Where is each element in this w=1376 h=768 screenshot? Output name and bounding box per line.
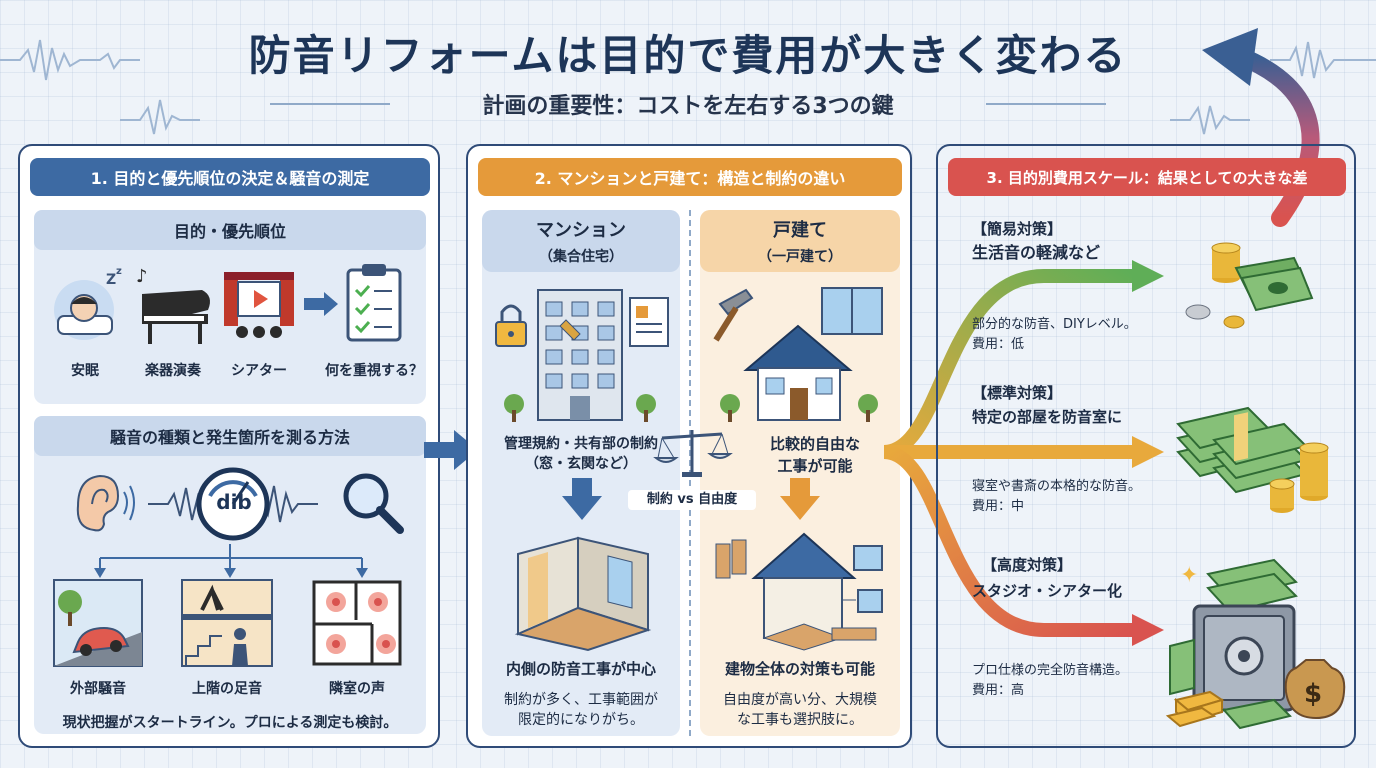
svg-text:$: $ <box>1304 679 1322 709</box>
purpose-item-sleep: 安眠 <box>71 363 99 379</box>
panel-structure-comparison: 2. マンションと戸建て：構造と制約の違い マンション （集合住宅） 戸建て （… <box>466 144 912 748</box>
purpose-item-instrument: 楽器演奏 <box>145 363 201 379</box>
house-note-line2: な工事も選択肢に。 <box>737 712 863 728</box>
house-subheading: （一戸建て） <box>758 249 842 265</box>
sound-wave-right-decoration <box>1170 41 1376 135</box>
page-subtitle: 計画の重要性：コストを左右する3つの鍵 <box>482 94 894 119</box>
page-title: 防音リフォームは目的で費用が大きく変わる <box>248 31 1128 80</box>
whole-house-renovation-icon <box>715 532 883 651</box>
house-result: 建物全体の対策も可能 <box>724 660 875 678</box>
house-freedom-line2: 工事が可能 <box>777 457 853 475</box>
panel3-title: 3. 目的別費用スケール：結果としての大きな差 <box>948 158 1346 196</box>
upstairs-footsteps-icon <box>181 579 273 667</box>
small-money-stack-icon <box>1185 242 1314 329</box>
arrow-right-icon <box>304 292 338 316</box>
mansion-note-line2: 限定的になりがち。 <box>518 712 644 728</box>
subtitle-rule-right <box>986 103 1106 105</box>
svg-text:Z: Z <box>106 272 116 288</box>
svg-text:✦: ✦ <box>1180 563 1198 588</box>
panel2-title: 2. マンションと戸建て：構造と制約の違い <box>478 158 902 196</box>
tier3-description: プロ仕様の完全防音構造。 <box>972 663 1129 678</box>
panel-purpose-and-measurement: 1. 目的と優先順位の決定＆騒音の測定 目的・優先順位 Z z ♪ <box>18 144 440 748</box>
purpose-item-priority: 何を重視する？ <box>325 363 423 379</box>
mansion-note-line1: 制約が多く、工事範囲が <box>504 692 658 708</box>
tier3-cost: 費用：高 <box>972 683 1025 698</box>
balance-scale-icon <box>653 430 733 477</box>
interior-soundproofing-room-icon <box>514 536 652 652</box>
detached-house-icon <box>713 287 883 422</box>
neighbor-room-floorplan-icon <box>312 580 402 666</box>
safe-and-gold-icon: ✦ $ <box>1165 558 1346 730</box>
noise-item-upstairs: 上階の足音 <box>192 681 262 697</box>
tier2-example: 特定の部屋を防音室に <box>972 408 1123 426</box>
branching-cost-arrows <box>883 260 1164 646</box>
theater-screen-icon <box>224 272 294 338</box>
mansion-subheading: （集合住宅） <box>539 249 623 265</box>
apartment-building-icon <box>495 289 669 422</box>
checklist-clipboard-icon <box>346 264 402 342</box>
sleeping-person-icon: Z z <box>54 266 122 340</box>
mansion-heading-box <box>482 210 680 272</box>
mansion-down-arrow-icon <box>562 478 602 520</box>
house-freedom-line1: 比較的自由な <box>769 435 860 453</box>
outdoor-traffic-noise-icon <box>53 579 143 667</box>
measurement-note: 現状把握がスタートライン。プロによる測定も検討。 <box>62 715 398 731</box>
tier3-example: スタジオ・シアター化 <box>972 582 1123 600</box>
mansion-heading: マンション <box>536 220 626 241</box>
svg-text:♪: ♪ <box>136 266 148 287</box>
ear-icon <box>76 474 135 532</box>
magnifying-glass-icon <box>343 473 404 534</box>
panel-cost-scale: 3. 目的別費用スケール：結果としての大きな差 【簡易対策】 生活音の軽減など … <box>936 144 1356 748</box>
tier2-cost: 費用：中 <box>972 499 1025 514</box>
constraint-vs-freedom-label: 制約 vs 自由度 <box>628 490 756 510</box>
medium-money-stack-icon <box>1176 406 1329 513</box>
mansion-constraint-line1: 管理規約・共有部の制約 <box>504 436 658 452</box>
tier1-description: 部分的な防音、DIYレベル。 <box>972 317 1137 332</box>
grand-piano-icon: ♪ <box>136 266 210 344</box>
measurement-connector-lines <box>94 544 368 578</box>
tier1-example: 生活音の軽減など <box>972 243 1101 262</box>
sound-level-meter-icon <box>148 467 318 541</box>
flow-arrow-1-to-2 <box>424 430 478 470</box>
mansion-result: 内側の防音工事が中心 <box>505 660 656 678</box>
panel1-title: 1. 目的と優先順位の決定＆騒音の測定 <box>30 158 430 196</box>
purpose-item-theater: シアター <box>231 363 287 379</box>
house-note-line1: 自由度が高い分、大規模 <box>723 692 877 708</box>
mansion-constraint-line2: （窓・玄関など） <box>525 456 637 472</box>
tier1-name: 【簡易対策】 <box>972 220 1063 238</box>
house-heading-box <box>700 210 900 272</box>
noise-item-neighbor: 隣室の声 <box>329 681 385 697</box>
noise-item-exterior: 外部騒音 <box>70 681 126 697</box>
tier2-name: 【標準対策】 <box>972 384 1063 402</box>
measurement-heading: 騒音の種類と発生箇所を測る方法 <box>34 416 426 456</box>
house-down-arrow-icon <box>780 478 820 520</box>
meter-label: dib <box>216 490 252 514</box>
sound-wave-left-decoration <box>0 39 200 135</box>
house-heading: 戸建て <box>773 220 827 241</box>
subtitle-rule-left <box>270 103 390 105</box>
tier1-cost: 費用：低 <box>972 337 1025 352</box>
tier3-name: 【高度対策】 <box>982 556 1073 574</box>
purpose-heading: 目的・優先順位 <box>34 210 426 250</box>
svg-text:z: z <box>116 266 122 277</box>
tier2-description: 寝室や書斎の本格的な防音。 <box>972 479 1142 494</box>
